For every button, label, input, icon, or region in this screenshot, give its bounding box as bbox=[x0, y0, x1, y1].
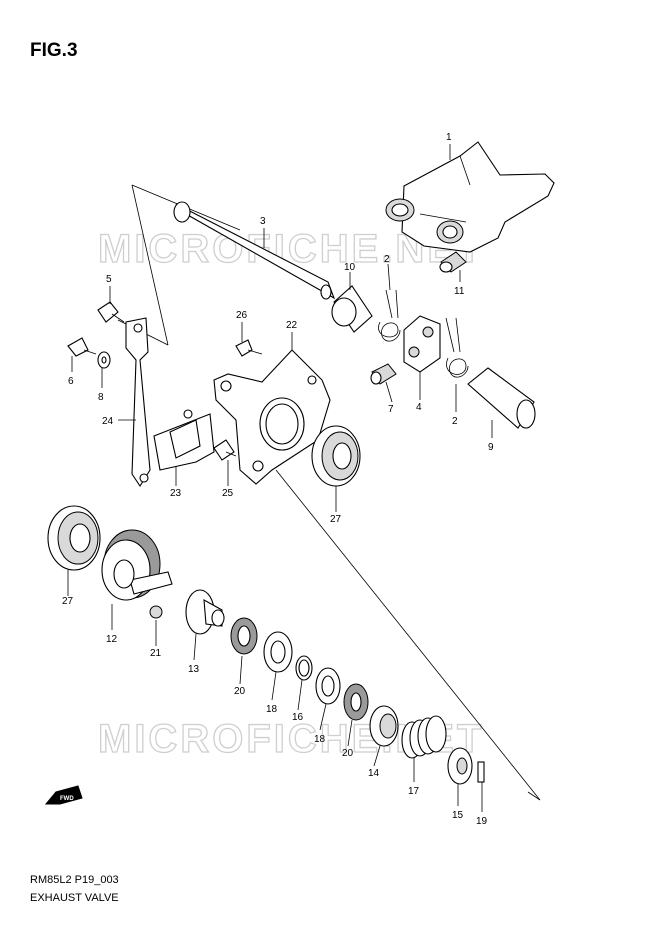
callout-13: 13 bbox=[188, 664, 200, 675]
leader-lines bbox=[67, 144, 493, 812]
callout-5: 5 bbox=[106, 274, 112, 285]
part-12-gear-shaft bbox=[101, 529, 173, 601]
callout-19: 19 bbox=[476, 816, 488, 827]
part-7-bolt bbox=[370, 363, 397, 385]
part-13-shaft-collar bbox=[185, 589, 225, 635]
part-5-bolt bbox=[97, 301, 125, 323]
callout-18-upper: 18 bbox=[266, 704, 278, 715]
callout-numbers: 1 2 2 3 4 5 6 7 8 9 10 11 12 13 14 15 16… bbox=[62, 132, 494, 827]
callout-21: 21 bbox=[150, 648, 162, 659]
callout-7: 7 bbox=[388, 404, 394, 415]
part-14-spacer bbox=[369, 705, 399, 747]
fwd-arrow-icon: FWD bbox=[44, 785, 83, 805]
callout-9: 9 bbox=[488, 442, 494, 453]
guide-lines bbox=[117, 184, 541, 801]
callout-12: 12 bbox=[106, 634, 118, 645]
callout-2-lower: 2 bbox=[452, 416, 458, 427]
callout-8: 8 bbox=[98, 392, 104, 403]
part-8-washer bbox=[97, 351, 111, 369]
callout-16: 16 bbox=[292, 712, 304, 723]
diagram-name: EXHAUST VALVE bbox=[30, 892, 119, 904]
part-16-ring bbox=[295, 655, 313, 681]
callout-23: 23 bbox=[170, 488, 182, 499]
callout-27-lower: 27 bbox=[62, 596, 74, 607]
part-21-ball bbox=[149, 605, 163, 619]
callout-26: 26 bbox=[236, 310, 248, 321]
callout-18-lower: 18 bbox=[314, 734, 326, 745]
callout-11: 11 bbox=[454, 286, 465, 297]
part-27-bearing-lower bbox=[47, 505, 101, 571]
part-25-screw bbox=[213, 439, 237, 461]
part-6-bolt bbox=[67, 337, 97, 357]
fwd-label: FWD bbox=[60, 796, 74, 802]
part-11-bolt bbox=[439, 251, 467, 273]
part-19-pin bbox=[477, 761, 485, 783]
part-15-washer bbox=[447, 747, 473, 785]
callout-3: 3 bbox=[260, 216, 266, 227]
part-20-needle-bearing-upper bbox=[230, 617, 258, 655]
part-2-spring-lower bbox=[445, 317, 469, 378]
figure-title: FIG.3 bbox=[30, 40, 78, 61]
callout-4: 4 bbox=[416, 402, 422, 413]
part-9-collar bbox=[467, 367, 536, 429]
callout-14: 14 bbox=[368, 768, 380, 779]
part-17-coil-spring bbox=[401, 715, 447, 759]
callout-17: 17 bbox=[408, 786, 420, 797]
callout-24: 24 bbox=[102, 416, 114, 427]
part-20-needle-bearing-lower bbox=[343, 683, 369, 721]
part-26-screw bbox=[235, 339, 263, 357]
part-4-lever bbox=[403, 315, 441, 373]
part-2-spring-upper bbox=[378, 289, 401, 342]
callout-1: 1 bbox=[446, 132, 452, 143]
part-27-bearing-upper bbox=[311, 425, 361, 487]
callout-10: 10 bbox=[344, 262, 356, 273]
callout-22: 22 bbox=[286, 320, 298, 331]
part-3-shaft bbox=[173, 201, 336, 300]
callout-27-upper: 27 bbox=[330, 514, 342, 525]
part-10-collar bbox=[331, 285, 373, 333]
callout-2-upper: 2 bbox=[384, 254, 390, 265]
diagram-code: RM85L2 P19_003 bbox=[30, 874, 119, 886]
part-24-rod bbox=[125, 317, 151, 488]
callout-25: 25 bbox=[222, 488, 234, 499]
part-18-washer-lower bbox=[315, 667, 341, 705]
callout-20-upper: 20 bbox=[234, 686, 246, 697]
part-1-valve-body bbox=[385, 141, 555, 253]
callout-6: 6 bbox=[68, 376, 74, 387]
callout-15: 15 bbox=[452, 810, 464, 821]
part-23-bracket bbox=[153, 409, 215, 471]
callout-20-lower: 20 bbox=[342, 748, 354, 759]
part-18-washer-upper bbox=[263, 631, 293, 673]
